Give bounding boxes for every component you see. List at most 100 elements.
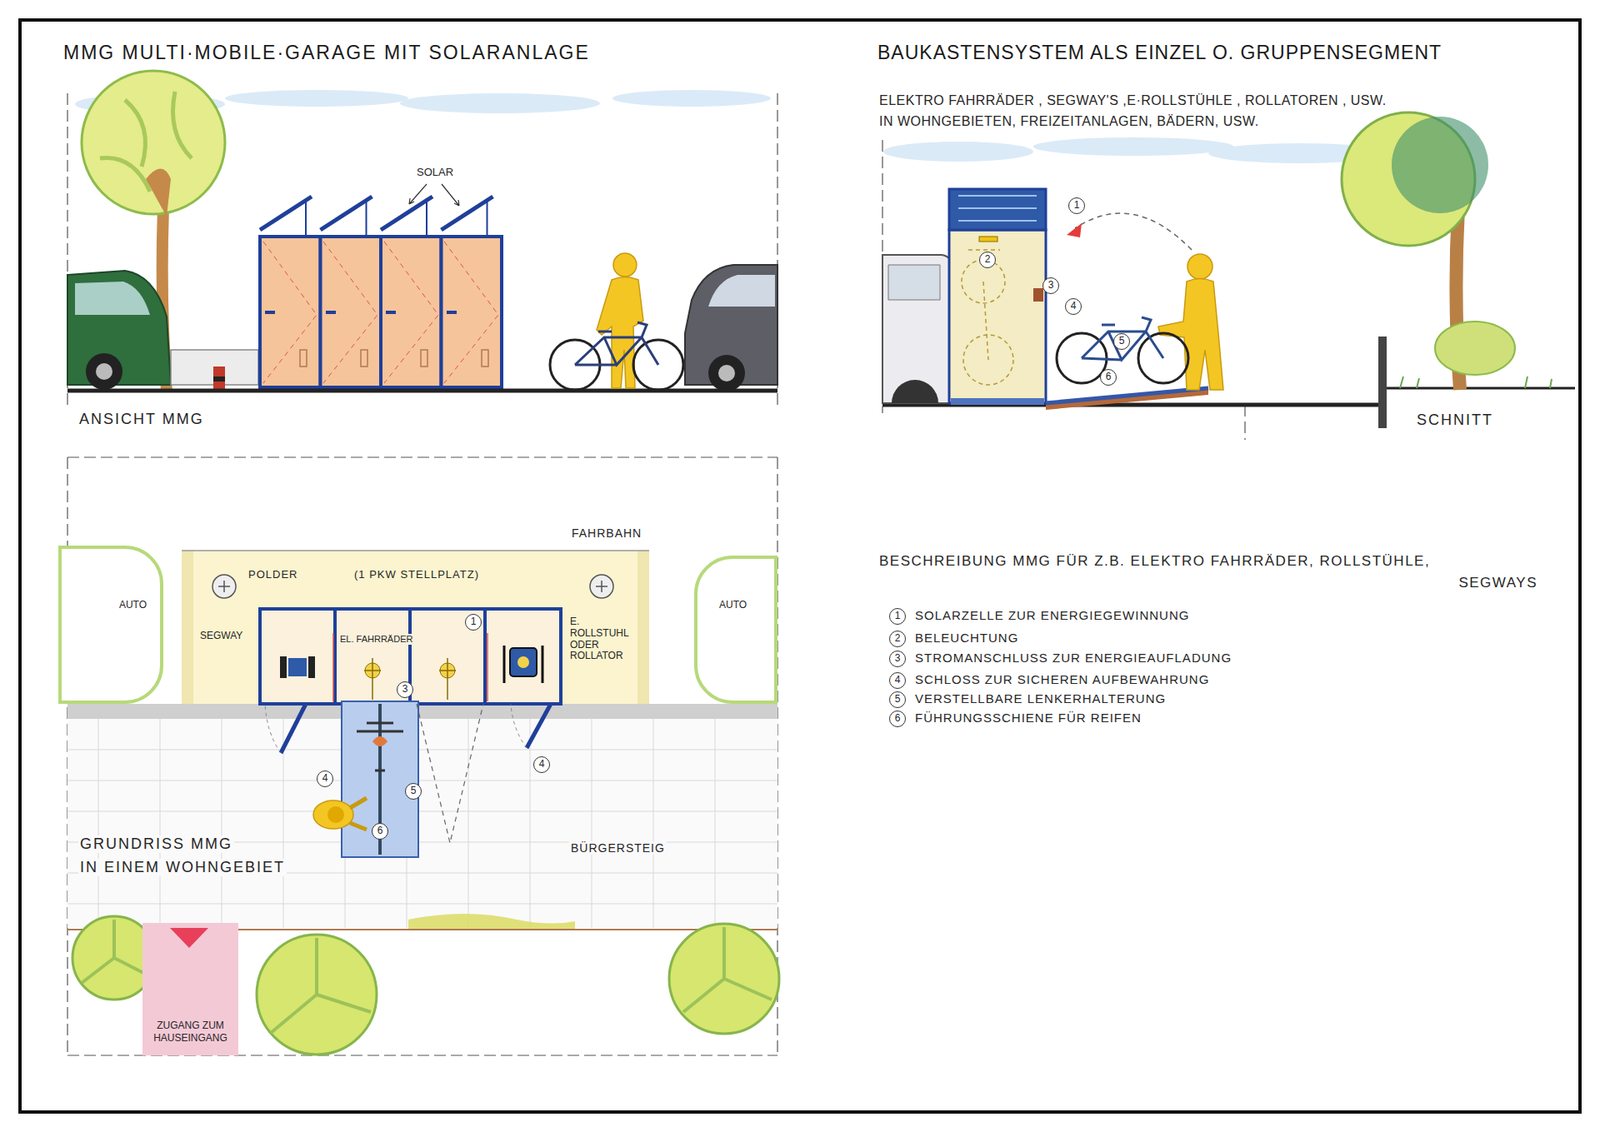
parking-area-part [67,704,778,720]
car-section-part [888,265,940,300]
solar-panels [260,196,494,237]
area-label: (1 PKW STELLPLATZ) [354,569,480,582]
garage-plan-part [280,656,287,679]
sidewalk-tiles-part [67,719,778,929]
garage-plan-part [517,656,530,669]
sky-wash-part [1033,137,1234,156]
sky-wash-part [612,90,771,107]
sky-wash-part [400,93,600,114]
callout-number: 6 [889,710,906,728]
post-part [1378,336,1387,429]
garage-plan-part [485,609,561,705]
garage-plan-part [364,658,456,700]
garage-unit-section-part [1033,288,1044,302]
car-left-part [95,363,113,380]
bollard-part [213,376,225,382]
bicycle [550,322,684,390]
person-section [1158,254,1224,390]
area-label: FAHRBAHN [571,526,642,540]
garage-plan-part [333,633,488,702]
area-label: BÜRGERSTEIG [569,841,667,855]
tree-section-part [1391,116,1489,214]
sheet-frame [20,20,1580,1113]
callout-number: 5 [1113,333,1130,350]
garage-plan [260,609,561,705]
swing-arc-part [1075,213,1192,250]
ground-line [67,388,1575,405]
parking-area-part [181,550,650,552]
sky-wash-part [225,90,409,107]
garage-unit-section-part [979,236,998,242]
callout-number: 2 [889,630,906,648]
ramp [1045,388,1209,410]
description-heading: BESCHREIBUNG MMG FÜR Z.B. ELEKTRO FAHRRÄ… [879,553,1430,570]
car-left-part [85,353,123,390]
person-part [613,253,637,277]
sheet-title: MMG MULTI·MOBILE·GARAGE MIT SOLARANLAGE [63,41,590,64]
tree-part [145,169,171,218]
part-label: SOLAR [416,166,454,180]
car-right [685,265,778,392]
car-section [882,255,955,404]
tree-section-part [1400,376,1552,389]
legend-text: SOLARZELLE ZUR ENERGIEGEWINNUNG [915,608,1190,623]
sidewalk-tiles [67,719,778,930]
callout-number: 4 [316,770,334,788]
callout-number: 5 [405,783,422,800]
swing-arc [1066,213,1192,250]
subtitle: ELEKTRO FAHRRÄDER , SEGWAY'S ,E·ROLLSTÜH… [879,93,1387,109]
panel-border-part [1244,405,1245,440]
sidewalk-tiles-part [67,719,778,929]
garage-unit-section-part [968,250,1000,360]
sheet-frame-part [20,20,1580,1113]
sky-wash [75,90,1392,164]
garage-elevation [260,236,502,388]
ground-line-part [67,389,778,394]
bollard-part [213,366,225,391]
view-title: GRUNDRISS MMG [78,835,235,854]
car-right-part [718,365,735,382]
callout-number: 6 [371,823,389,840]
parking-area-part [637,550,650,705]
garage-elevation-part [265,310,457,315]
node-text: AUTO [719,599,747,611]
legend-text: SCHLOSS ZUR SICHEREN AUFBEWAHRUNG [915,672,1210,687]
ramp-part [1045,388,1209,404]
car-right-part [685,265,778,385]
solar-leader [409,184,460,206]
bay-label: E. ROLLSTUHL ODER ROLLATOR [568,616,630,663]
bicycle-section-part [1081,317,1164,360]
car-left [67,270,259,390]
car-left-part [75,281,150,315]
subtitle: IN WOHNGEBIETEN, FREIZEITANLAGEN, BÄDERN… [879,114,1260,130]
bicycle-section [1056,317,1189,384]
callout-number: 1 [1068,197,1085,215]
car-section-part [882,255,955,404]
view-title: IN EINEM WOHNGEBIET [78,859,287,877]
garage-elevation-part [300,350,489,367]
node-text: ZUGANG ZUM HAUSEINGANG [149,1020,232,1045]
ramp-plan-part [341,701,419,858]
ramp-plan [341,701,484,858]
parking-area-part [181,550,650,705]
bay-label: SEGWAY [198,630,245,643]
sky-wash-part [883,141,1034,162]
entrance-path: ZUGANG ZUM HAUSEINGANG [142,923,239,1056]
callout-number: 3 [1042,277,1060,295]
garage-unit-section-part [958,195,1037,221]
tree-section [1341,112,1552,390]
legend-text: FÜHRUNGSSCHIENE FÜR REIFEN [915,710,1142,725]
legend-text: BELEUCHTUNG [915,630,1019,645]
post [1378,336,1387,429]
garage-unit-section-part [949,189,1046,230]
garage-elevation-part [263,241,499,384]
view-title: ANSICHT MMG [79,410,205,429]
swing-arc-part [1066,223,1082,238]
solar-panels-part [260,196,494,230]
view-title: SCHNITT [1416,411,1494,430]
garage-plan-part [288,658,307,677]
callout-number: 1 [889,608,906,625]
person-plan-part [350,798,367,830]
person-plan [313,798,367,830]
